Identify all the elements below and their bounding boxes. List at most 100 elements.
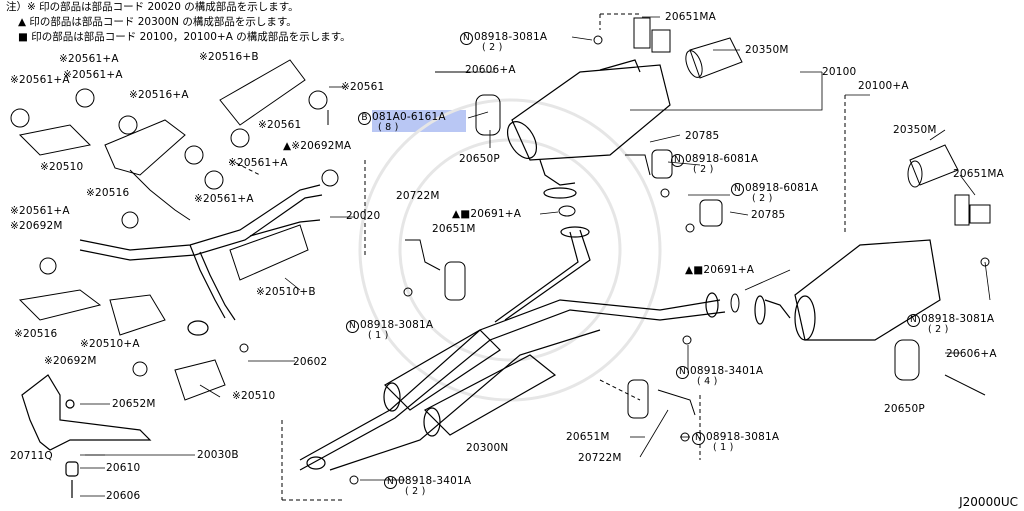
part-20691A-right[interactable]: ▲■20691+A	[685, 264, 755, 276]
part-08918-3401A-1-label: 08918-3401A	[690, 365, 764, 377]
part-20651M-bot[interactable]: 20651M	[566, 431, 610, 443]
part-08918-6081A-2-label: 08918-6081A	[745, 182, 819, 194]
part-20350M-right[interactable]: 20350M	[893, 124, 937, 136]
part-08918-6081A-1-qty: ( 2 )	[693, 164, 714, 175]
part-20692MA[interactable]: ▲※20692MA	[283, 140, 352, 152]
part-20692M-bot[interactable]: ※20692M	[44, 355, 97, 367]
part-081A0-6161A-label: 081A0-6161A	[372, 111, 446, 123]
part-20606[interactable]: 20606	[106, 490, 141, 502]
rubber-mount-top	[327, 71, 501, 136]
part-20100A[interactable]: 20100+A	[858, 80, 909, 92]
heat-shields	[18, 59, 309, 401]
sub-frame-bracket	[21, 374, 152, 498]
part-20561A-lower2[interactable]: ※20561+A	[10, 205, 70, 217]
right-muffler	[754, 239, 941, 341]
part-20300N[interactable]: 20300N	[466, 442, 509, 454]
circle-b-icon: B	[358, 112, 371, 125]
circle-n-icon: N	[671, 154, 684, 167]
part-20610[interactable]: 20610	[106, 462, 141, 474]
note-line-1: 注）※ 印の部品は部品コード 20020 の構成部品を示します。	[6, 1, 299, 13]
part-20516-mid[interactable]: ※20516	[86, 187, 130, 199]
part-20561A-lower[interactable]: ※20561+A	[194, 193, 254, 205]
part-081A0-6161A-qty: ( 8 )	[378, 122, 399, 133]
part-08918-3081A-mid-label: 08918-3081A	[360, 319, 434, 331]
part-20561-mid[interactable]: ※20561	[258, 119, 302, 131]
tail-pipe-right	[907, 144, 959, 188]
part-20561A-left1[interactable]: ※20561+A	[59, 53, 119, 65]
rubber-mount-right	[894, 339, 986, 396]
part-20516-bot[interactable]: ※20516	[14, 328, 58, 340]
circle-n-icon: N	[907, 314, 920, 327]
tail-pipe-top	[685, 37, 743, 79]
part-08918-3081A-bot-label: 08918-3081A	[706, 431, 780, 443]
diagram-code: J20000UC	[959, 495, 1018, 509]
hanger-bracket-top	[593, 17, 671, 53]
part-20692M-left[interactable]: ※20692M	[10, 220, 63, 232]
note-line-2: ▲ 印の部品は部品コード 20300N の構成部品を示します。	[18, 16, 297, 28]
part-20606A-right[interactable]: 20606+A	[946, 348, 997, 360]
part-20691A-top[interactable]: ▲■20691+A	[452, 208, 522, 220]
gasket-center	[558, 205, 740, 313]
hanger-bracket-right	[954, 194, 991, 267]
part-20652M[interactable]: 20652M	[112, 398, 156, 410]
part-20650P-top[interactable]: 20650P	[459, 153, 500, 165]
circle-n-icon: N	[384, 476, 397, 489]
part-08918-3081A-right-label: 08918-3081A	[921, 313, 995, 325]
circle-n-icon: N	[460, 32, 473, 45]
part-08918-3401A-1-qty: ( 4 )	[697, 376, 718, 387]
hanger-brackets-mid	[349, 149, 723, 485]
part-20602[interactable]: 20602	[293, 356, 328, 368]
part-08918-3081A-right-qty: ( 2 )	[928, 324, 949, 335]
leader-lines	[80, 16, 991, 497]
main-muffler-top	[506, 59, 671, 199]
part-20510-bot[interactable]: ※20510	[232, 390, 276, 402]
center-pipe-resonators	[299, 226, 726, 471]
part-08918-3081A-top-qty: ( 2 )	[482, 42, 503, 53]
part-20100[interactable]: 20100	[822, 66, 857, 78]
part-20651MA-right[interactable]: 20651MA	[953, 168, 1005, 180]
part-20561A-left2[interactable]: ※20561+A	[63, 69, 123, 81]
part-20711Q[interactable]: 20711Q	[10, 450, 53, 462]
part-08918-3401A-2-qty: ( 2 )	[405, 486, 426, 497]
part-20722M-top[interactable]: 20722M	[396, 190, 440, 202]
part-20510-top[interactable]: ※20510	[40, 161, 84, 173]
part-20561A-left3[interactable]: ※20561+A	[10, 74, 70, 86]
part-20030B[interactable]: 20030B	[197, 449, 239, 461]
circle-n-icon: N	[692, 432, 705, 445]
catalytic-converters	[104, 119, 191, 221]
part-20785-top[interactable]: 20785	[685, 130, 720, 142]
part-20350M-top[interactable]: 20350M	[745, 44, 789, 56]
assembly-brackets	[229, 13, 846, 501]
part-20650P-right[interactable]: 20650P	[884, 403, 925, 415]
part-20020[interactable]: 20020	[346, 210, 381, 222]
circle-n-icon: N	[731, 183, 744, 196]
part-20516A[interactable]: ※20516+A	[129, 89, 189, 101]
part-20651M-top[interactable]: 20651M	[432, 223, 476, 235]
part-08918-3081A-bot-qty: ( 1 )	[713, 442, 734, 453]
part-20606A-top[interactable]: 20606+A	[465, 64, 516, 76]
part-08918-6081A-2-qty: ( 2 )	[752, 193, 773, 204]
part-20785-mid[interactable]: 20785	[751, 209, 786, 221]
part-20651MA-top[interactable]: 20651MA	[665, 11, 717, 23]
part-20510B[interactable]: ※20510+B	[256, 286, 316, 298]
part-20561-top[interactable]: ※20561	[341, 81, 385, 93]
circle-n-icon: N	[676, 366, 689, 379]
part-20722M-bot[interactable]: 20722M	[578, 452, 622, 464]
watermark	[358, 98, 662, 402]
clamps	[10, 88, 339, 377]
part-20516B[interactable]: ※20516+B	[199, 51, 259, 63]
part-20510A[interactable]: ※20510+A	[80, 338, 140, 350]
part-20561A-mid[interactable]: ※20561+A	[228, 157, 288, 169]
part-08918-3081A-top-label: 08918-3081A	[474, 31, 548, 43]
